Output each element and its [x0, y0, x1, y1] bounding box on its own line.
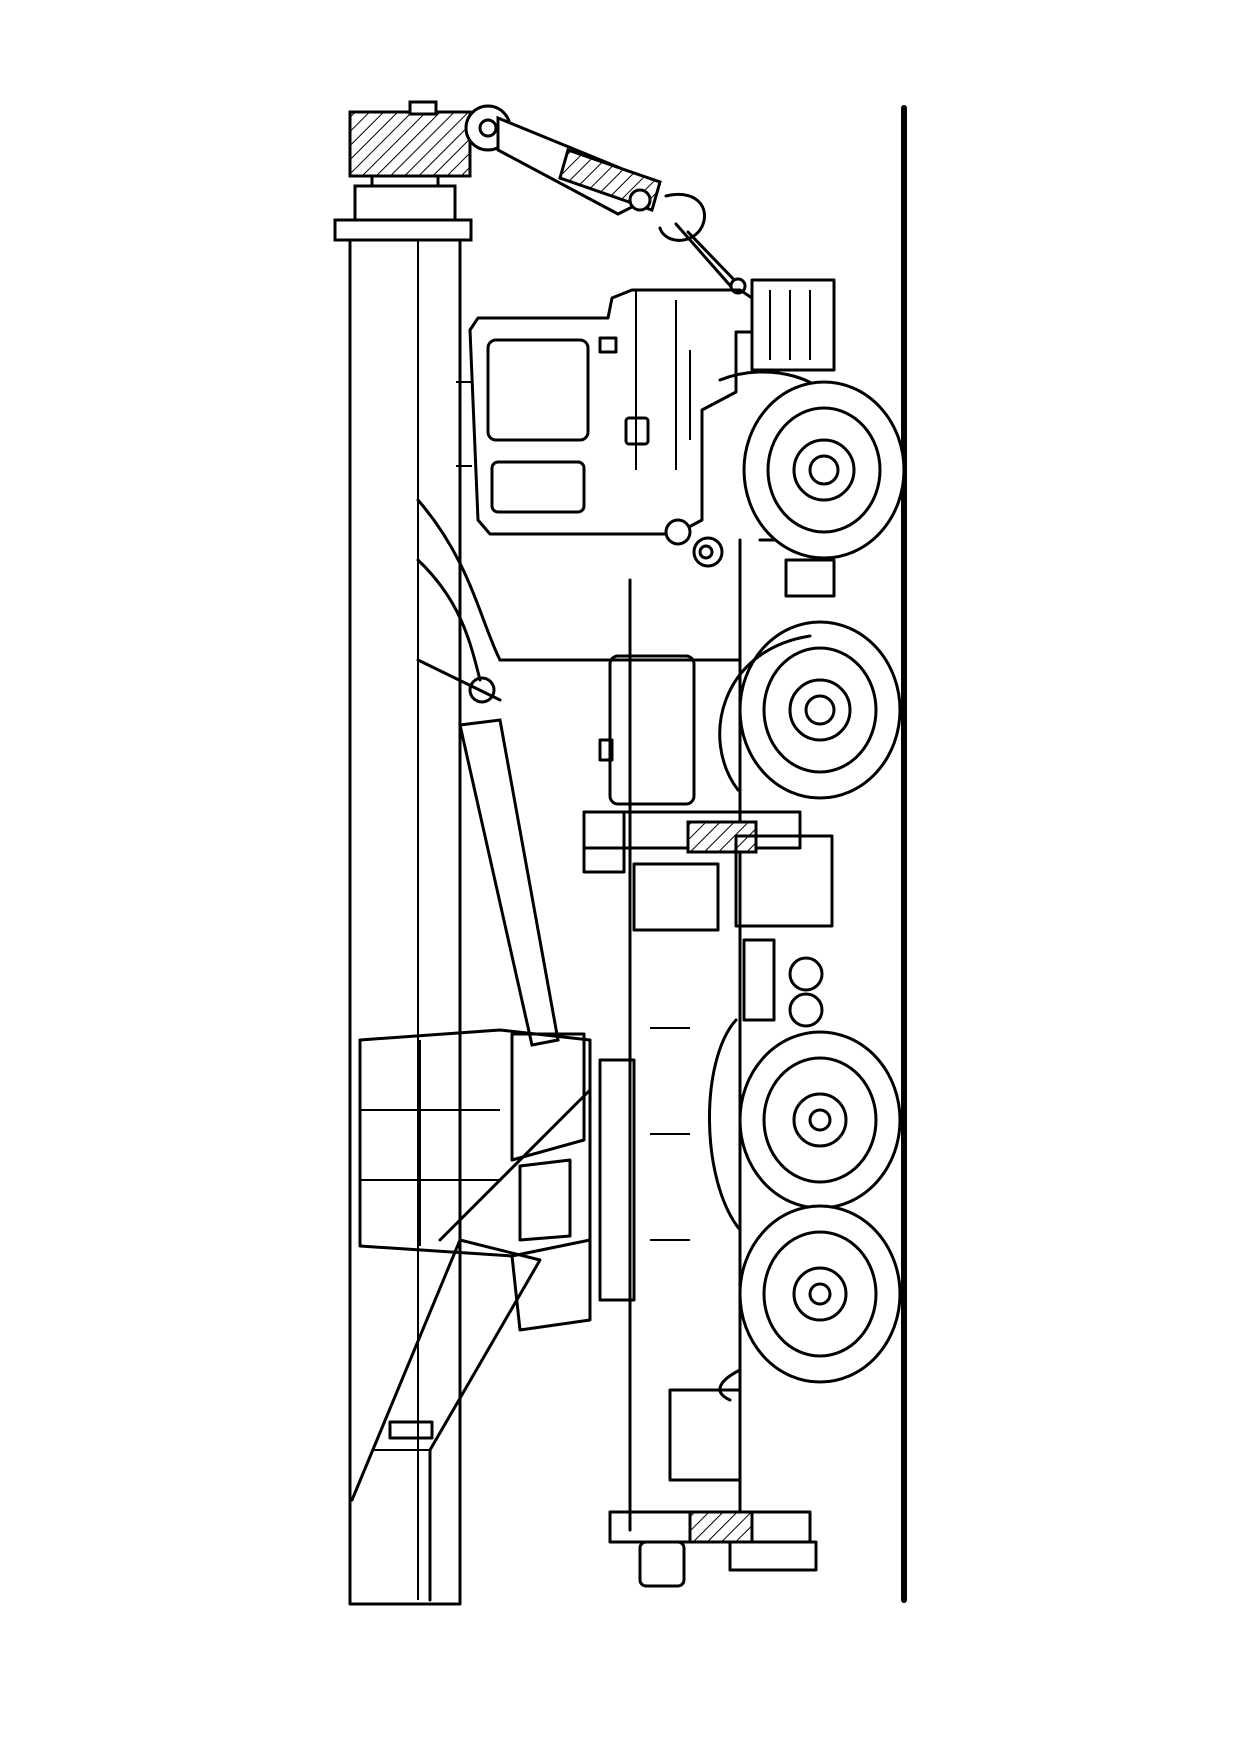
boom-head [348, 100, 512, 178]
crane-boom [333, 164, 473, 1606]
truck-cab [456, 288, 754, 536]
outrigger-rear [608, 1510, 818, 1588]
turret-base [350, 1238, 542, 1602]
cab-steps [664, 518, 724, 568]
wheel-2 [718, 620, 902, 800]
outrigger-front [582, 810, 802, 874]
wheel-3 [708, 1018, 902, 1232]
fuel-tank [598, 654, 696, 806]
jib-arm [496, 115, 662, 216]
wheel-4 [718, 1204, 902, 1402]
wheel-1 [742, 380, 906, 560]
luffing-cylinder [416, 498, 560, 1047]
hook [658, 193, 747, 295]
side-equipment [632, 834, 834, 1482]
operator-cabin [358, 1028, 636, 1332]
